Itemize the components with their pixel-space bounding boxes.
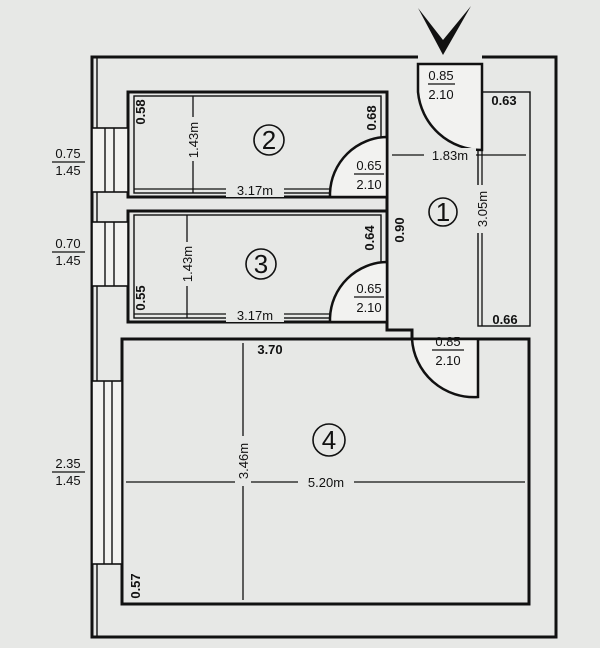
room-2-corner-right: 0.68 <box>364 105 379 130</box>
window-3-width: 2.35 <box>55 456 80 471</box>
room-4-number: 4 <box>322 425 336 455</box>
door-room-3 <box>328 260 389 324</box>
door-room-4-label: 0.85 2.10 <box>432 334 464 368</box>
room-1-number: 1 <box>436 197 450 227</box>
window-2-label: 0.70 1.45 <box>52 236 85 268</box>
room-1-width: 1.83m <box>432 148 468 163</box>
door-entrance <box>416 62 484 152</box>
door-room-3-label: 0.65 2.10 <box>354 281 384 315</box>
room-2-width: 3.17m <box>237 183 273 198</box>
door-room-4-height: 2.10 <box>435 353 460 368</box>
room-4-corner-left: 0.57 <box>128 573 143 598</box>
door-entrance-height: 2.10 <box>428 87 453 102</box>
room-2-corner-left: 0.58 <box>133 99 148 124</box>
door-room-4-width: 0.85 <box>435 334 460 349</box>
room-3-corner-left: 0.55 <box>133 285 148 310</box>
window-3-label: 2.35 1.45 <box>52 456 85 488</box>
window-2-width: 0.70 <box>55 236 80 251</box>
window-3-height: 1.45 <box>55 473 80 488</box>
window-1-label: 0.75 1.45 <box>52 146 85 178</box>
room-3-height: 1.43m <box>180 246 195 282</box>
door-room-3-width: 0.65 <box>356 281 381 296</box>
door-entrance-label: 0.85 2.10 <box>428 68 455 102</box>
room-4-height: 3.46m <box>236 443 251 479</box>
window-3 <box>91 380 123 565</box>
door-room-2-label: 0.65 2.10 <box>354 158 384 192</box>
room-2-number: 2 <box>262 125 276 155</box>
door-room-4 <box>410 337 480 399</box>
room-1-corner-bottom: 0.66 <box>492 312 517 327</box>
window-1-width: 0.75 <box>55 146 80 161</box>
room-3-number: 3 <box>254 249 268 279</box>
entrance-arrow-icon <box>418 6 471 55</box>
room-3-corner-right: 0.64 <box>362 225 377 251</box>
door-room-2-width: 0.65 <box>356 158 381 173</box>
door-room-3-height: 2.10 <box>356 300 381 315</box>
door-room-2-height: 2.10 <box>356 177 381 192</box>
window-1-height: 1.45 <box>55 163 80 178</box>
room-4-width: 5.20m <box>308 475 344 490</box>
room-3-width: 3.17m <box>237 308 273 323</box>
window-2 <box>91 221 129 287</box>
door-entrance-width: 0.85 <box>428 68 453 83</box>
window-1 <box>91 127 129 193</box>
room-4-corner-top: 3.70 <box>257 342 282 357</box>
room-1-corner-top: 0.63 <box>491 93 516 108</box>
outer-wall <box>90 55 558 639</box>
room-1-height: 3.05m <box>475 191 490 227</box>
room-2-height: 1.43m <box>186 122 201 158</box>
door-room-2 <box>328 135 389 199</box>
window-2-height: 1.45 <box>55 253 80 268</box>
room-1-side: 0.90 <box>392 217 407 242</box>
